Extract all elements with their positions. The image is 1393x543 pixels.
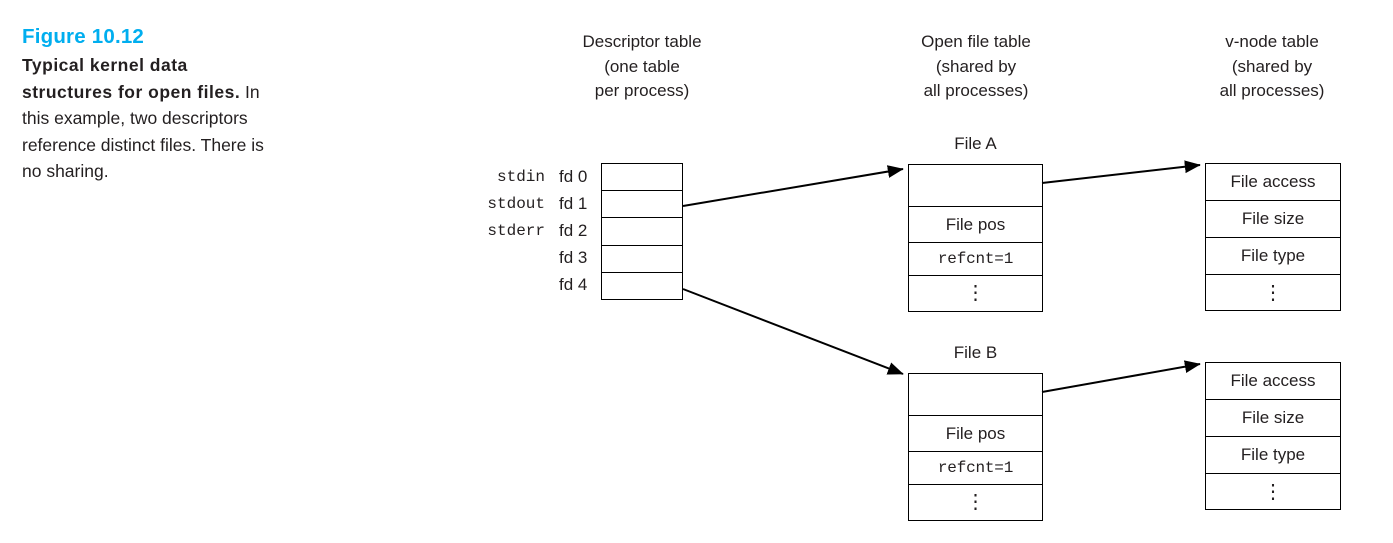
vnode-table-b: File access File size File type ⋮ xyxy=(1205,362,1341,510)
arrow-fd1-to-file-a xyxy=(682,165,904,207)
fd-4-label: fd 4 xyxy=(559,275,588,295)
descriptor-table xyxy=(601,163,683,300)
stdin-label: stdin xyxy=(496,167,545,186)
figure-caption-lead: Typical kernel data structures for open … xyxy=(22,55,241,102)
file-b-row-ellipsis: ⋮ xyxy=(965,491,986,513)
descriptor-label-row: fd 4 xyxy=(434,272,597,299)
arrow-file-a-to-vnode-a xyxy=(1041,160,1201,184)
fd-2-label: fd 2 xyxy=(559,220,588,240)
column-heading-open-file-table: Open file table (shared by all processes… xyxy=(921,32,1031,100)
open-file-table-b: File pos refcnt=1 ⋮ xyxy=(908,373,1043,521)
fd-3-label: fd 3 xyxy=(559,248,588,268)
descriptor-label-row: stdout fd 1 xyxy=(434,190,597,217)
column-heading-vnode-table: v-node table (shared by all processes) xyxy=(1219,32,1325,100)
vnode-b-row-ellipsis: ⋮ xyxy=(1263,480,1283,503)
vnode-b-row-file-type: File type xyxy=(1206,437,1340,474)
column-heading-descriptor-table: Descriptor table (one table per process) xyxy=(582,32,702,100)
file-a-row-refcnt: refcnt=1 xyxy=(909,243,1042,276)
descriptor-entry-fd3 xyxy=(602,246,682,273)
file-a-row-blank xyxy=(909,165,1042,207)
file-a-row-filepos: File pos xyxy=(909,207,1042,243)
open-file-table-a: File pos refcnt=1 ⋮ xyxy=(908,164,1043,312)
vnode-table-a: File access File size File type ⋮ xyxy=(1205,163,1341,311)
file-a-label: File A xyxy=(954,134,997,153)
fd-1-label: fd 1 xyxy=(559,193,588,213)
vnode-a-row-ellipsis: ⋮ xyxy=(1263,281,1283,304)
file-b-row-refcnt: refcnt=1 xyxy=(909,452,1042,485)
stdout-label: stdout xyxy=(487,194,545,213)
descriptor-entry-fd2 xyxy=(602,218,682,246)
arrow-fd4-to-file-b xyxy=(682,288,904,375)
figure-number: Figure 10.12 xyxy=(22,25,145,48)
descriptor-entry-fd1 xyxy=(602,191,682,219)
file-b-row-blank xyxy=(909,374,1042,416)
vnode-b-row-file-size: File size xyxy=(1206,400,1340,437)
vnode-a-row-file-access: File access xyxy=(1206,164,1340,201)
file-b-row-filepos: File pos xyxy=(909,416,1042,452)
arrow-file-b-to-vnode-b xyxy=(1041,360,1201,393)
vnode-b-row-file-access: File access xyxy=(1206,363,1340,400)
stderr-label: stderr xyxy=(487,221,545,240)
descriptor-label-row: fd 3 xyxy=(434,245,597,272)
figure-caption-body: In this example, two descriptors referen… xyxy=(22,81,264,182)
file-b-label: File B xyxy=(953,343,998,362)
descriptor-label-row: stderr fd 2 xyxy=(434,217,597,244)
descriptor-entry-fd4 xyxy=(602,273,682,300)
vnode-a-row-file-size: File size xyxy=(1206,201,1340,238)
descriptor-label-row: stdin fd 0 xyxy=(434,163,597,190)
vnode-a-row-file-type: File type xyxy=(1206,238,1340,275)
figure-caption-text: Typical kernel data structures for open … xyxy=(22,52,272,185)
figure-caption-block: Figure 10.12 Typical kernel data structu… xyxy=(22,24,272,185)
file-a-row-ellipsis: ⋮ xyxy=(965,282,986,304)
fd-0-label: fd 0 xyxy=(559,166,588,186)
descriptor-labels: stdin fd 0 stdout fd 1 stderr fd 2 fd 3 … xyxy=(434,163,597,299)
descriptor-entry-fd0 xyxy=(602,164,682,192)
